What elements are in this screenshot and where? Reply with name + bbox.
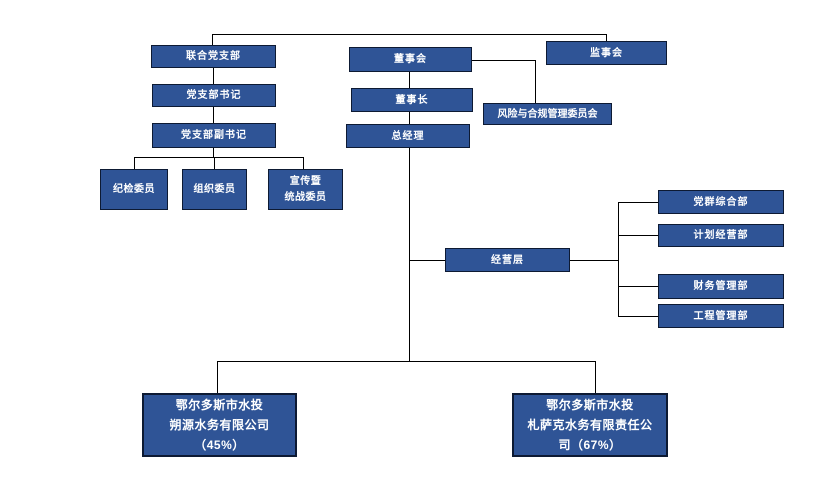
node-party-mass-general-dept: 党群综合部 (658, 190, 784, 214)
connector-dpbs-bracket (213, 148, 214, 157)
connector-member2-v (214, 157, 215, 169)
node-financial-management-dept: 财务管理部 (658, 274, 784, 299)
node-organization-member: 组织委员 (182, 169, 247, 210)
connector-subs-bracket-h (217, 361, 595, 362)
node-discipline-inspection-member: 纪检委员 (100, 169, 168, 210)
connector-top-left-v (212, 34, 213, 45)
connector-top-bracket-h (212, 34, 607, 35)
connector-member1-v (134, 157, 135, 169)
node-joint-party-branch: 联合党支部 (151, 45, 276, 68)
node-board-of-directors: 董事会 (349, 47, 472, 72)
node-subsidiary-shuoyuan-water: 鄂尔多斯市水投 朔源水务有限公司 （45%） (142, 393, 297, 457)
connector-bc-gm (409, 112, 410, 124)
connector-depts-bracket-v (618, 202, 619, 316)
node-deputy-party-branch-secretary: 党支部副书记 (152, 123, 276, 148)
connector-main-v (409, 148, 410, 361)
node-general-manager: 总经理 (346, 124, 470, 148)
connector-pbs-dpbs (213, 107, 214, 123)
connector-dept2-h (618, 235, 658, 236)
connector-bod-rcc-h (472, 60, 535, 61)
connector-sub1-v (217, 361, 218, 393)
connector-jpb-pbs (213, 68, 214, 84)
connector-sub2-v (595, 361, 596, 393)
node-board-chairman: 董事长 (351, 88, 473, 112)
node-subsidiary-zhasake-water: 鄂尔多斯市水投 札萨克水务有限责任公 司（67%） (512, 393, 668, 457)
connector-bod-rcc-v (535, 60, 536, 103)
node-planning-operation-dept: 计划经营部 (658, 224, 784, 247)
connector-ml-right-h (570, 260, 618, 261)
node-engineering-management-dept: 工程管理部 (658, 304, 784, 328)
connector-members-bracket-h (134, 157, 303, 158)
connector-dept1-h (618, 202, 658, 203)
connector-bod-bc (409, 72, 410, 88)
node-party-branch-secretary: 党支部书记 (152, 84, 276, 107)
connector-top-right-v (606, 34, 607, 41)
node-propaganda-united-front-member: 宣传暨 统战委员 (268, 169, 343, 210)
node-risk-compliance-committee: 风险与合规管理委员会 (483, 103, 612, 125)
connector-dept3-h (618, 286, 658, 287)
connector-member3-v (303, 157, 304, 169)
connector-ml-left-h (409, 260, 445, 261)
node-management-level: 经营层 (445, 248, 570, 272)
connector-dept4-h (618, 316, 658, 317)
node-board-of-supervisors: 监事会 (546, 41, 667, 65)
